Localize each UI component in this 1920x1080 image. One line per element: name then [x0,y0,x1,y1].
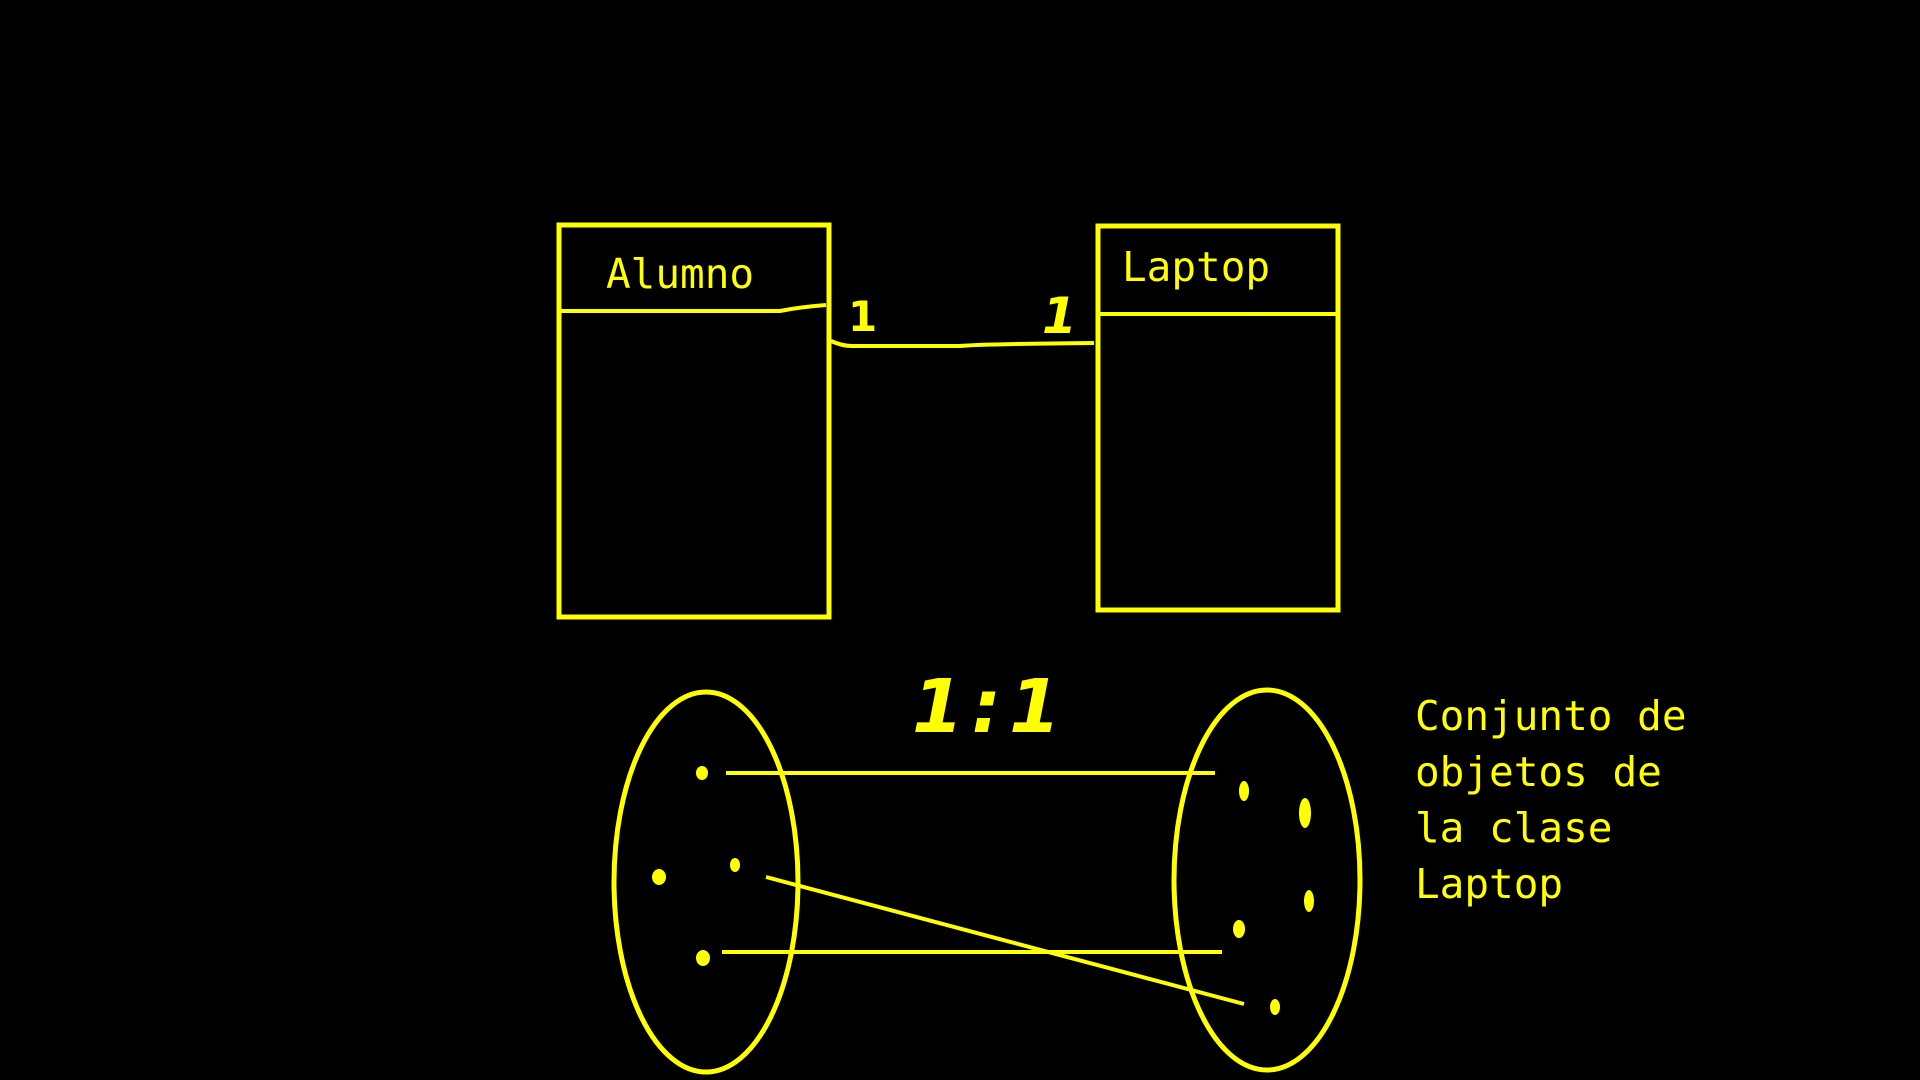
class-box-laptop-frame [1095,223,1341,613]
class-name-alumno: Alumno [606,250,754,298]
set-laptop [1171,687,1363,1073]
set-caption: Conjunto de objetos de la clase Laptop [1415,692,1687,908]
element-dot [696,766,708,780]
element-dot [1270,999,1280,1015]
set-laptop-elements [1233,781,1314,1015]
set-laptop-ellipse [1171,687,1363,1073]
element-dot [1239,781,1249,801]
set-caption-line: Laptop [1415,860,1563,908]
mapping-line [765,875,1245,1006]
class-box-alumno: Alumno [556,222,832,620]
relation-label: 1:1 [912,664,1069,750]
mapping-lines [722,771,1245,1006]
element-dot [1299,798,1311,828]
set-alumno [611,689,801,1075]
class-box-alumno-frame [556,222,832,620]
element-dot [1304,890,1314,912]
set-alumno-ellipse [611,689,801,1075]
class-box-laptop: Laptop [1095,223,1341,613]
set-caption-line: la clase [1415,804,1612,852]
element-dot [730,858,740,872]
set-caption-line: objetos de [1415,748,1662,796]
multiplicity-right: 1 [1042,287,1077,345]
class-box-alumno-divider [560,303,827,313]
element-dot [696,950,710,966]
multiplicity-left: 1 [848,292,877,341]
class-name-laptop: Laptop [1122,243,1270,291]
set-alumno-elements [652,766,740,966]
set-caption-line: Conjunto de [1415,692,1687,740]
association-line [830,339,1095,348]
element-dot [1233,920,1245,938]
element-dot [652,869,666,885]
